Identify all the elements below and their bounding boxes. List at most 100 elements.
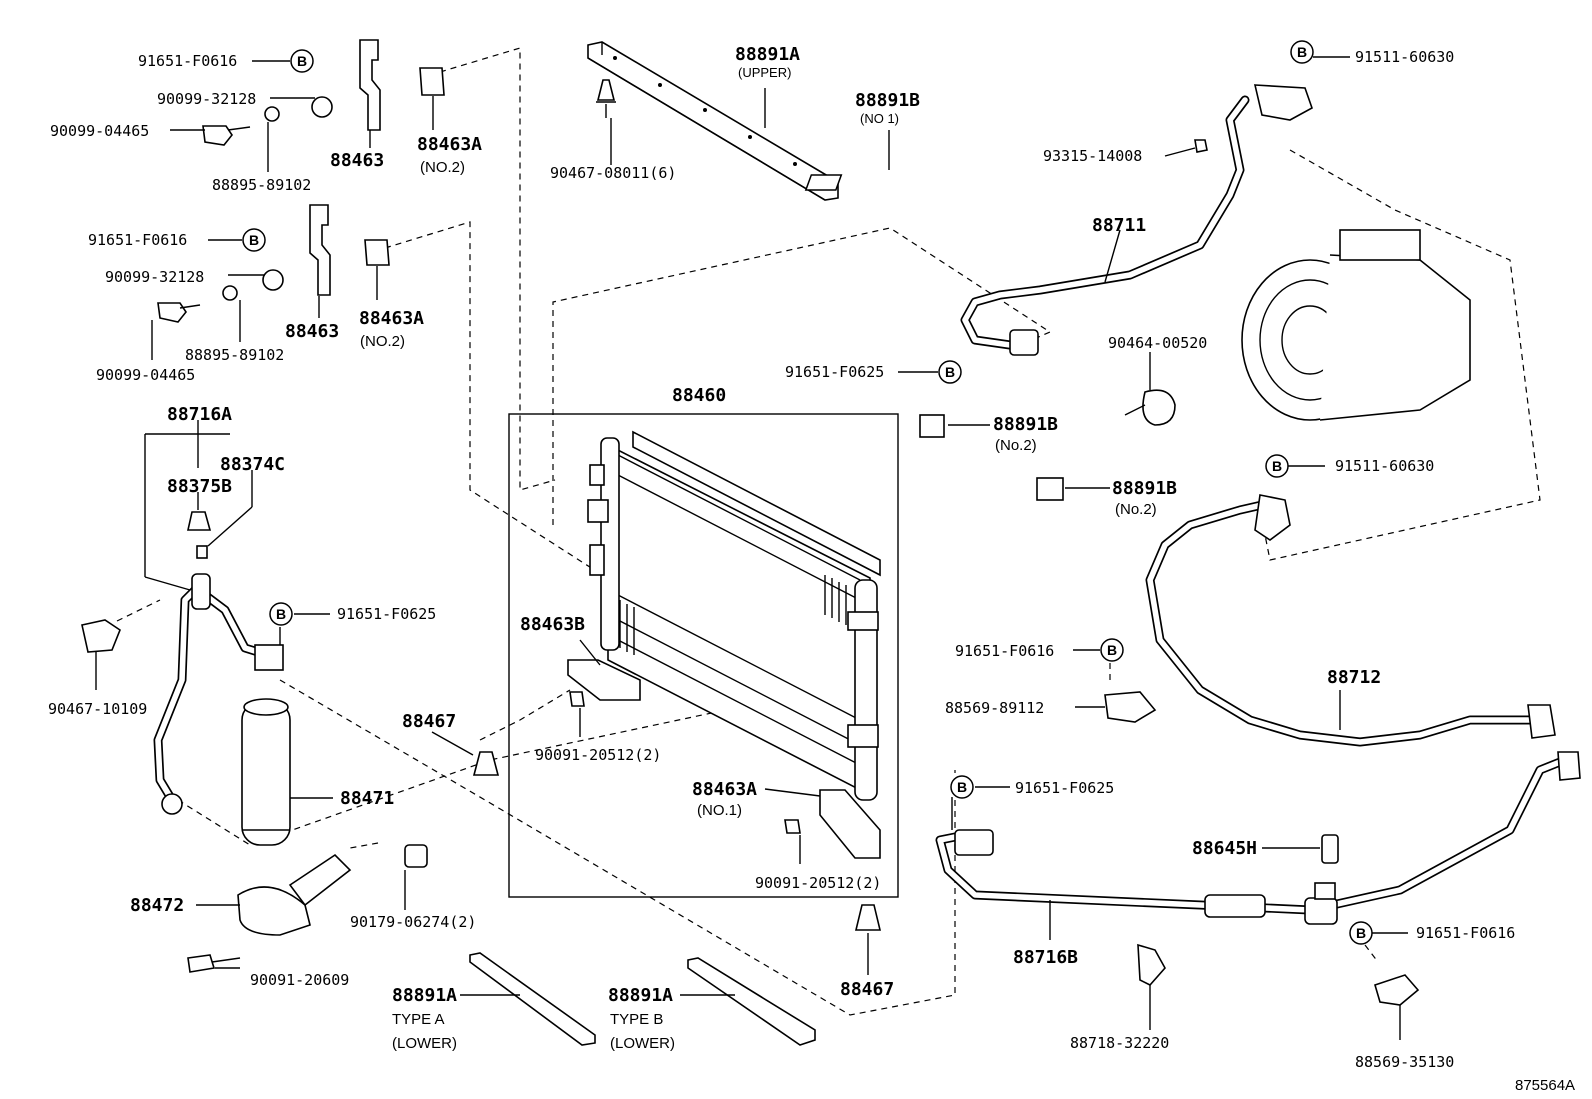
label-88891b-sub: (No.2) xyxy=(1115,501,1157,518)
svg-text:B: B xyxy=(249,232,259,248)
label-88891a-type-b-sub: (LOWER) xyxy=(610,1035,675,1052)
leader-lines xyxy=(95,56,1408,1040)
label-88467: 88467 xyxy=(840,979,894,1000)
receiver-88471 xyxy=(241,698,291,846)
label-88471: 88471 xyxy=(340,788,394,809)
condenser-88460 xyxy=(587,430,881,801)
cap-88375b xyxy=(187,511,212,559)
label-88891b: 88891B xyxy=(1112,478,1177,499)
label-88891b-sub: (No.2) xyxy=(995,437,1037,454)
clamp-88569-89112 xyxy=(1104,691,1157,723)
bracket-88463b xyxy=(567,659,641,707)
pad-88891b-no1 xyxy=(804,174,843,191)
label-88375b: 88375B xyxy=(167,476,232,497)
label-91511-60630: 91511-60630 xyxy=(1335,457,1434,475)
label-90467-08011: 90467-08011(6) xyxy=(550,164,676,182)
label-90179-06274: 90179-06274(2) xyxy=(350,913,476,931)
clip-88467-a xyxy=(472,751,500,776)
compressor xyxy=(1241,229,1471,421)
label-90091-20512: 90091-20512(2) xyxy=(755,874,881,892)
svg-text:B: B xyxy=(945,364,955,380)
support-88891a-type-a xyxy=(469,952,596,1046)
badge-b-7: B xyxy=(1100,638,1124,662)
badge-b-1: B xyxy=(290,49,314,73)
label-90467-10109: 90467-10109 xyxy=(48,700,147,718)
label-88891a-type-a-sub: (LOWER) xyxy=(392,1035,457,1052)
label-88895-89102: 88895-89102 xyxy=(185,346,284,364)
label-88891b-sub: (NO 1) xyxy=(860,111,899,126)
label-88463a: 88463A xyxy=(417,134,482,155)
label-88472: 88472 xyxy=(130,895,184,916)
condenser-assembly-box xyxy=(508,413,899,898)
label-91651-f0616: 91651-F0616 xyxy=(955,642,1054,660)
badge-b-5: B xyxy=(1265,454,1289,478)
label-88716b: 88716B xyxy=(1013,947,1078,968)
pad-88891b-no2-b xyxy=(1036,477,1064,501)
label-90099-32128: 90099-32128 xyxy=(105,268,204,286)
support-88891a-type-b xyxy=(687,957,816,1046)
badge-b-9: B xyxy=(1349,921,1373,945)
badge-b-3: B xyxy=(1290,40,1314,64)
pad-88891b-no2-a xyxy=(919,414,945,438)
label-91511-60630: 91511-60630 xyxy=(1355,48,1454,66)
hose-88712 xyxy=(1145,494,1556,747)
clamp-90464-00520 xyxy=(1124,389,1176,426)
label-88463a-sub: (NO.2) xyxy=(360,333,405,350)
label-88569-35130: 88569-35130 xyxy=(1355,1053,1454,1071)
label-90464-00520: 90464-00520 xyxy=(1108,334,1207,352)
clamp-88569-35130 xyxy=(1374,974,1420,1006)
svg-text:B: B xyxy=(957,779,967,795)
label-91651-f0616: 91651-F0616 xyxy=(88,231,187,249)
label-88895-89102: 88895-89102 xyxy=(212,176,311,194)
label-88463a-no1-sub: (NO.1) xyxy=(697,802,742,819)
label-91651-f0625: 91651-F0625 xyxy=(785,363,884,381)
label-88891a-type-b-type: TYPE B xyxy=(610,1011,663,1028)
badge-b-2: B xyxy=(242,228,266,252)
part-labels: 91651-F0616 90099-32128 90099-04465 8846… xyxy=(48,44,1575,1094)
svg-text:B: B xyxy=(1297,44,1307,60)
svg-text:B: B xyxy=(297,53,307,69)
badge-b-4: B xyxy=(938,360,962,384)
clip-90467-08011 xyxy=(596,79,616,165)
label-88374c: 88374C xyxy=(220,454,285,475)
label-88718-32220: 88718-32220 xyxy=(1070,1034,1169,1052)
clamp-88718-32220 xyxy=(1137,943,1166,986)
label-88569-89112: 88569-89112 xyxy=(945,699,1044,717)
figure-number: 875564A xyxy=(1515,1077,1575,1094)
hose-88711 xyxy=(960,84,1313,356)
switch-88645h xyxy=(1321,834,1339,864)
label-88645h: 88645H xyxy=(1192,838,1257,859)
hose-88716a xyxy=(153,573,284,815)
label-88712: 88712 xyxy=(1327,667,1381,688)
label-93315-14008: 93315-14008 xyxy=(1043,147,1142,165)
support-88891a-upper xyxy=(587,41,839,201)
svg-text:B: B xyxy=(1356,925,1366,941)
label-88467: 88467 xyxy=(402,711,456,732)
label-91651-f0625: 91651-F0625 xyxy=(337,605,436,623)
bracket-88472 xyxy=(187,844,428,973)
label-88463: 88463 xyxy=(285,321,339,342)
label-88891b: 88891B xyxy=(993,414,1058,435)
label-91651-f0616: 91651-F0616 xyxy=(1416,924,1515,942)
badge-b-6: B xyxy=(269,602,293,626)
label-88460: 88460 xyxy=(672,385,726,406)
bracket-88463-mid xyxy=(157,204,390,323)
label-88891a-upper-sub: (UPPER) xyxy=(738,65,791,80)
svg-text:B: B xyxy=(1107,642,1117,658)
label-88891a-type-a-type: TYPE A xyxy=(392,1011,445,1028)
label-88716a: 88716A xyxy=(167,404,232,425)
svg-text:B: B xyxy=(1272,458,1282,474)
clamp-90467-10109 xyxy=(81,619,121,653)
label-88463: 88463 xyxy=(330,150,384,171)
label-88463b: 88463B xyxy=(520,614,585,635)
hose-88716b xyxy=(935,751,1581,925)
svg-text:B: B xyxy=(276,606,286,622)
label-88891a-upper: 88891A xyxy=(735,44,800,65)
label-88463a-no1: 88463A xyxy=(692,779,757,800)
label-88463a-sub: (NO.2) xyxy=(420,159,465,176)
label-90091-20512: 90091-20512(2) xyxy=(535,746,661,764)
label-88891a-type-a: 88891A xyxy=(392,985,457,1006)
label-90091-20609: 90091-20609 xyxy=(250,971,349,989)
label-90099-04465: 90099-04465 xyxy=(96,366,195,384)
